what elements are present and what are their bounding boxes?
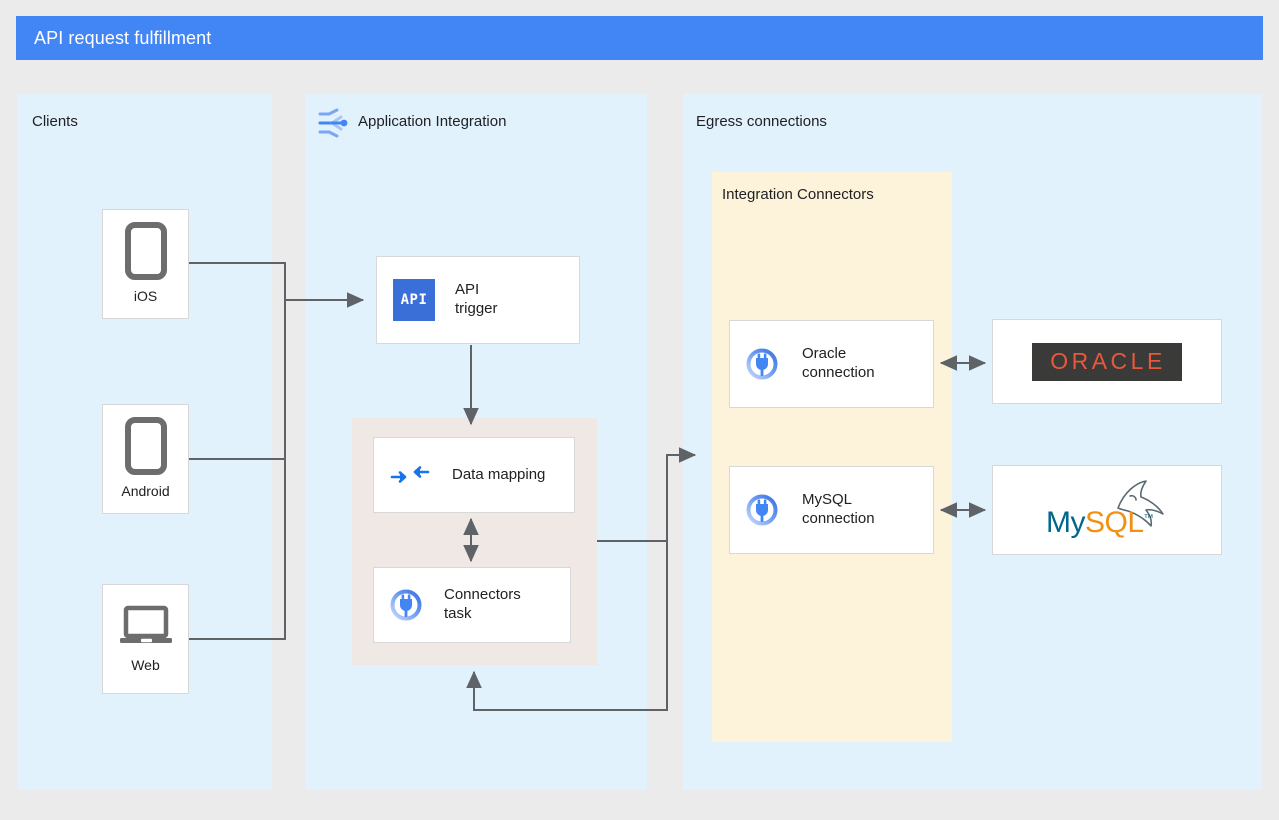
panel-integration-connectors-label: Integration Connectors <box>722 186 874 203</box>
client-label-android: Android <box>121 483 170 500</box>
mysql-word-my: My <box>1046 506 1086 539</box>
mysql-logo: MySQL™ <box>1032 478 1182 542</box>
mysql-word-sql: SQL <box>1085 506 1144 539</box>
system-logo-box-oracle: ORACLE <box>992 319 1222 404</box>
node-data-mapping[interactable]: Data mapping <box>373 437 575 513</box>
page-title: API request fulfillment <box>34 27 212 48</box>
api-badge-text: API <box>400 292 428 308</box>
diagram-title-bar: API request fulfillment <box>16 16 1263 60</box>
connectors-plug-icon <box>388 587 424 623</box>
connectors-plug-icon <box>744 346 780 382</box>
client-card-ios[interactable]: iOS <box>102 209 189 319</box>
api-trigger-icon: API <box>393 279 435 321</box>
panel-egress-label: Egress connections <box>696 113 827 130</box>
application-integration-icon <box>315 105 351 141</box>
mobile-phone-icon <box>124 417 167 476</box>
panel-application-integration-label: Application Integration <box>358 113 507 130</box>
mobile-phone-icon <box>124 222 167 281</box>
data-mapping-icon <box>390 464 430 486</box>
panel-integration-connectors <box>712 172 952 742</box>
client-card-android[interactable]: Android <box>102 404 189 514</box>
connectors-plug-icon <box>744 492 780 528</box>
node-data-mapping-label: Data mapping <box>452 465 546 483</box>
mysql-wordmark: MySQL™ <box>1046 506 1154 539</box>
laptop-icon <box>117 603 175 649</box>
mysql-trademark: ™ <box>1143 513 1154 524</box>
system-logo-box-mysql: MySQL™ <box>992 465 1222 555</box>
client-card-web[interactable]: Web <box>102 584 189 694</box>
panel-clients-label: Clients <box>32 113 78 130</box>
client-label-ios: iOS <box>133 288 158 305</box>
client-label-web: Web <box>131 657 160 674</box>
oracle-logo: ORACLE <box>1032 342 1182 381</box>
